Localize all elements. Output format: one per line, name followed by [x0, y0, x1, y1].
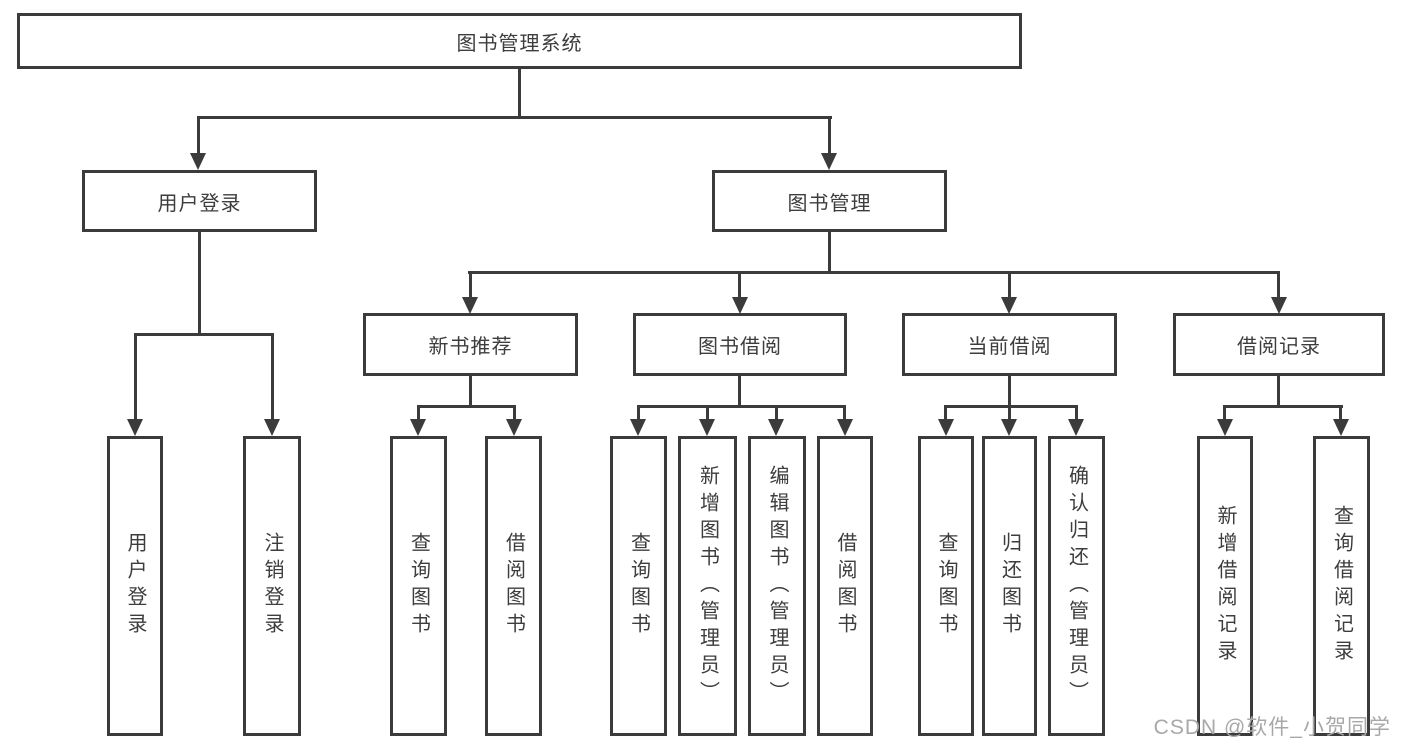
arrow-down [1001, 419, 1017, 436]
arrow-down [1217, 419, 1233, 436]
connector-line [637, 405, 640, 422]
connector-line [469, 376, 472, 407]
connector-line [1008, 271, 1011, 299]
node-add-book-admin: 新增图书（管理员） [678, 436, 737, 736]
arrow-down [462, 297, 478, 314]
connector-line [134, 333, 274, 336]
node-current-borrowing: 当前借阅 [902, 313, 1117, 376]
node-query-borrow-record: 查询借阅记录 [1313, 436, 1370, 736]
connector-line [1339, 405, 1342, 422]
connector-line [469, 271, 472, 299]
connector-line [513, 405, 516, 422]
arrow-down [821, 153, 837, 170]
connector-line [1008, 405, 1011, 422]
connector-line [417, 405, 420, 422]
arrow-down [1001, 297, 1017, 314]
node-label: 新增图书（管理员） [696, 464, 719, 708]
node-label: 用户登录 [124, 532, 146, 640]
node-query-books: 查询图书 [610, 436, 667, 736]
arrow-down [1271, 297, 1287, 314]
connector-line [843, 405, 846, 422]
node-label: 借阅图书 [502, 532, 525, 640]
connector-line [738, 271, 741, 299]
arrow-down [127, 419, 143, 436]
arrow-down [938, 419, 954, 436]
node-label: 图书借阅 [698, 336, 782, 358]
arrow-down [837, 419, 853, 436]
node-borrow-books: 借阅图书 [817, 436, 873, 736]
connector-line [198, 232, 201, 335]
connector-line [775, 405, 778, 422]
arrow-down [264, 419, 280, 436]
connector-line [706, 405, 709, 422]
connector-line [944, 405, 1078, 408]
connector-line [944, 405, 947, 422]
connector-line [197, 116, 200, 156]
connector-line [1277, 271, 1280, 299]
node-label: 图书管理 [787, 192, 872, 215]
node-new-book-recommend: 新书推荐 [363, 313, 578, 376]
csdn-watermark: CSDN @软件_小贺同学 [1153, 716, 1391, 739]
node-label: 注销登录 [261, 532, 283, 640]
arrow-down [506, 419, 522, 436]
node-label: 编辑图书（管理员） [766, 464, 788, 708]
arrow-down [1068, 419, 1084, 436]
arrow-down [699, 419, 715, 436]
connector-line [1223, 405, 1343, 408]
node-edit-book-admin: 编辑图书（管理员） [748, 436, 806, 736]
node-book-borrowing: 图书借阅 [633, 313, 847, 376]
connector-line [1075, 405, 1078, 422]
node-label: 新增借阅记录 [1214, 505, 1236, 667]
node-return-books: 归还图书 [982, 436, 1037, 736]
connector-line [197, 116, 832, 119]
connector-line [134, 333, 137, 420]
connector-line [417, 405, 516, 408]
connector-line [738, 376, 741, 407]
node-label: 查询图书 [627, 532, 650, 640]
node-label: 查询图书 [935, 532, 957, 640]
node-label: 图书管理系统 [456, 32, 583, 55]
node-library-system: 图书管理系统 [17, 13, 1022, 69]
connector-line [1008, 376, 1011, 407]
node-logout-leaf: 注销登录 [243, 436, 301, 736]
node-label: 借阅记录 [1237, 336, 1321, 358]
arrow-down [732, 297, 748, 314]
node-query-books: 查询图书 [390, 436, 447, 736]
node-add-borrow-record: 新增借阅记录 [1197, 436, 1253, 736]
node-confirm-return-admin: 确认归还（管理员） [1048, 436, 1105, 736]
node-borrowing-records: 借阅记录 [1173, 313, 1385, 376]
arrow-down [190, 153, 206, 170]
node-label: 用户登录 [157, 192, 242, 215]
node-label: 查询图书 [407, 532, 430, 640]
connector-line [518, 69, 521, 118]
connector-line [637, 405, 846, 408]
connector-line [1223, 405, 1226, 422]
node-query-books: 查询图书 [918, 436, 974, 736]
node-label: 查询借阅记录 [1330, 505, 1353, 667]
node-borrow-books: 借阅图书 [485, 436, 542, 736]
node-label: 归还图书 [998, 532, 1021, 640]
arrow-down [768, 419, 784, 436]
node-label: 当前借阅 [967, 336, 1052, 358]
arrow-down [410, 419, 426, 436]
connector-line [468, 271, 1280, 274]
node-label: 新书推荐 [428, 336, 513, 358]
node-user-login-leaf: 用户登录 [107, 436, 163, 736]
arrow-down [1333, 419, 1349, 436]
connector-line [828, 232, 831, 273]
connector-line [1277, 376, 1280, 407]
arrow-down [630, 419, 646, 436]
connector-line [271, 333, 274, 420]
node-label: 确认归还（管理员） [1065, 464, 1088, 708]
node-user-login: 用户登录 [82, 170, 317, 232]
connector-line [828, 116, 831, 156]
node-book-management: 图书管理 [712, 170, 947, 232]
node-label: 借阅图书 [834, 532, 856, 640]
